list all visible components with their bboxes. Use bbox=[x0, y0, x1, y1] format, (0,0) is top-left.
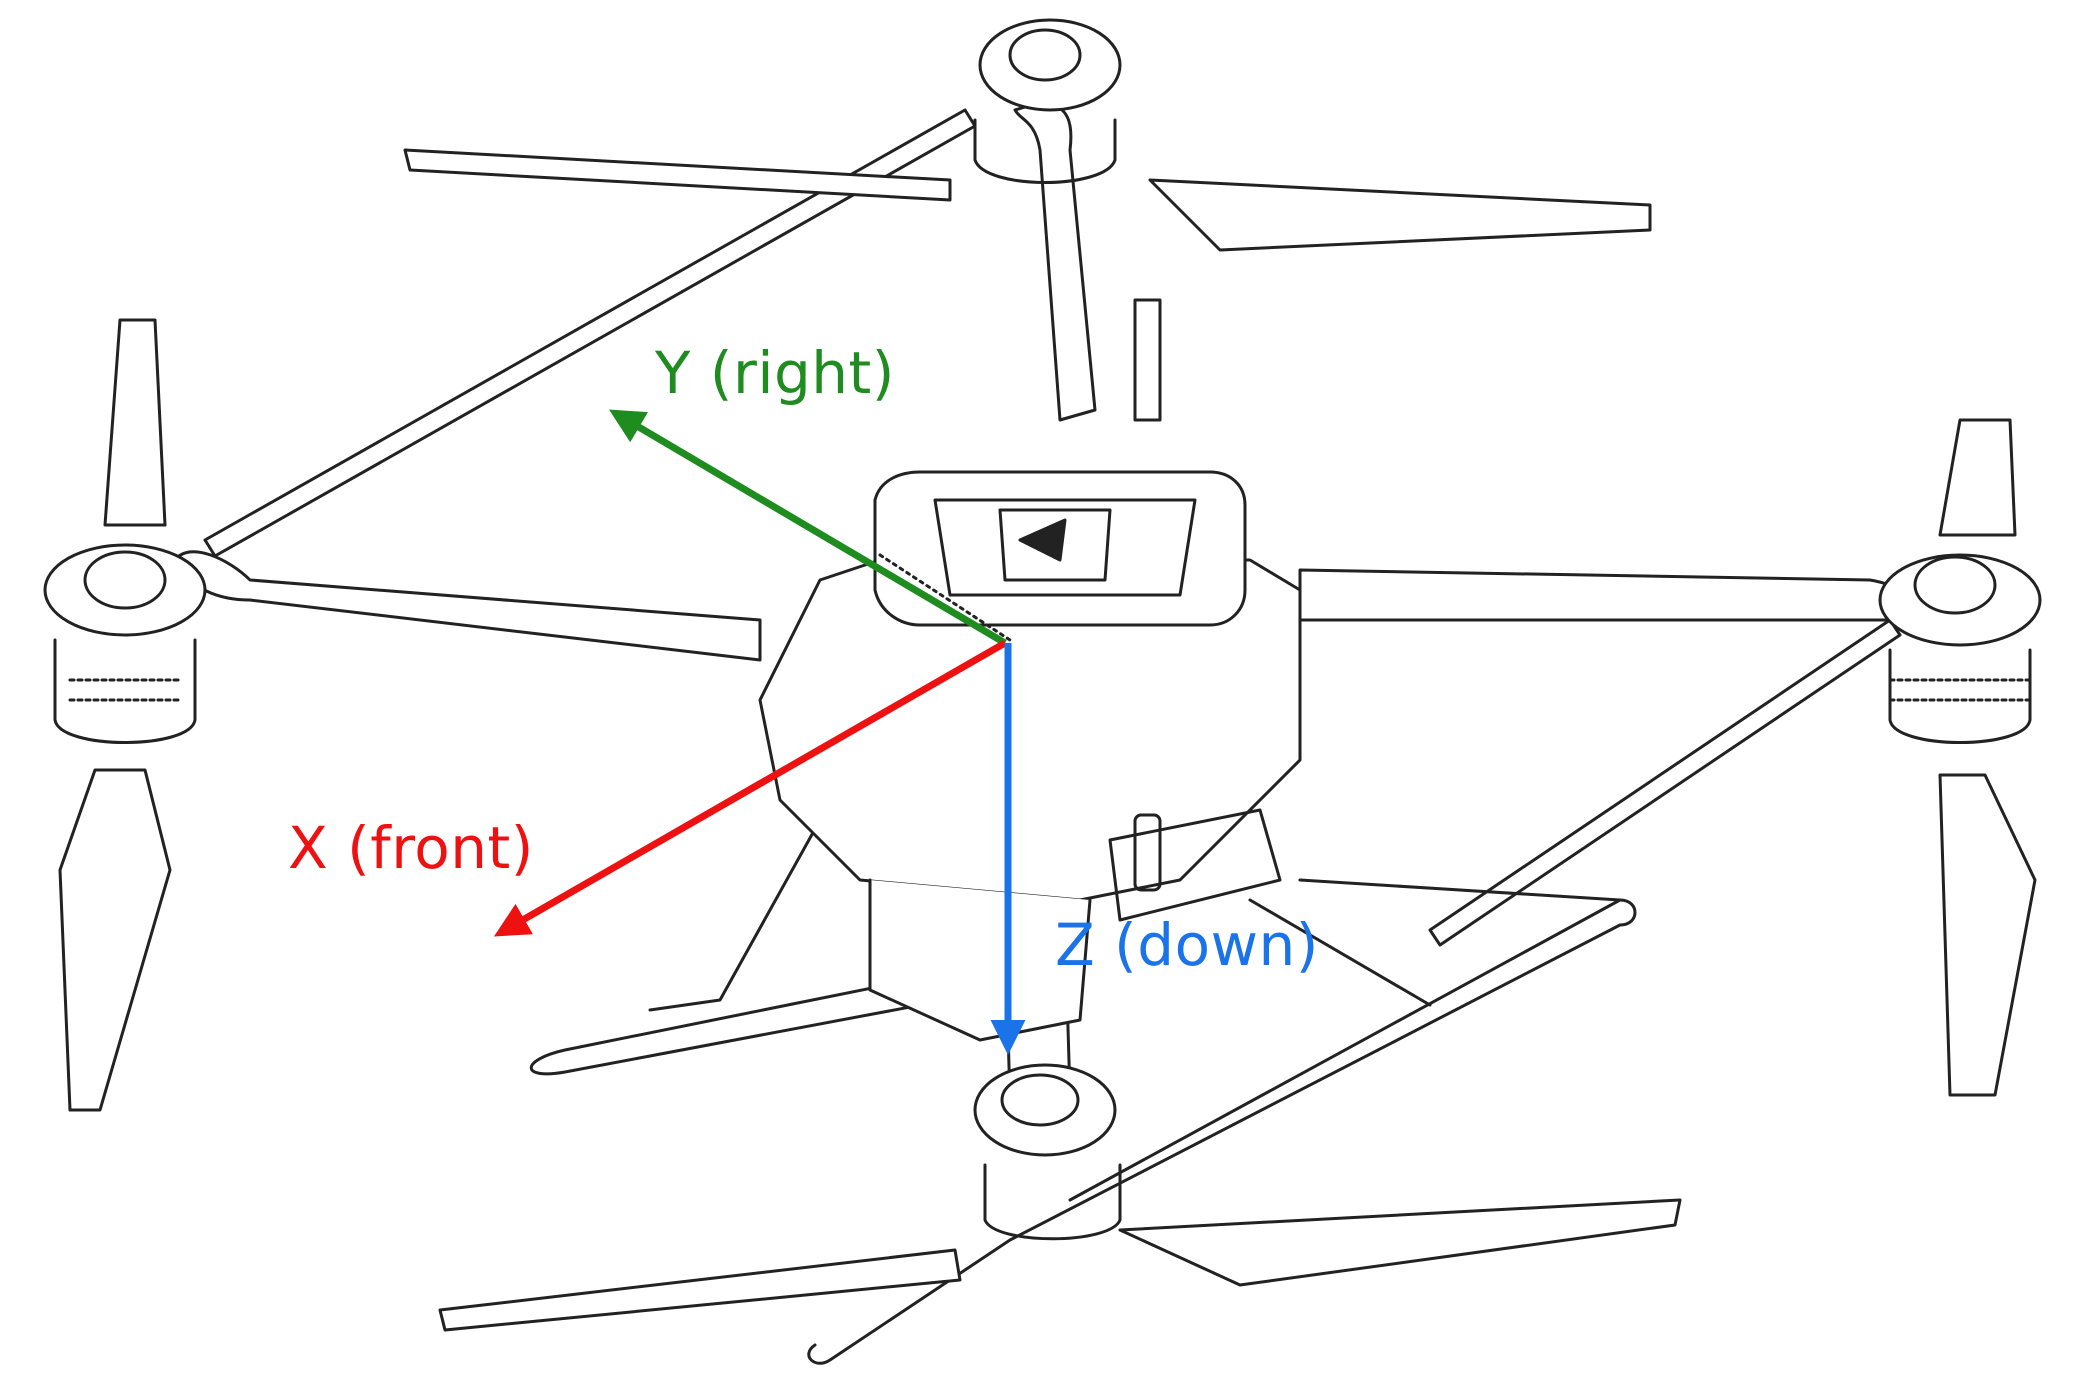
motor-front-left bbox=[43, 318, 207, 1112]
y-axis-arrow bbox=[608, 409, 1007, 647]
landing-gear bbox=[530, 818, 1637, 1365]
drone-body bbox=[758, 470, 1302, 1042]
x-axis-label: X (front) bbox=[288, 814, 534, 882]
x-axis-arrow bbox=[493, 639, 1007, 937]
drone-line-drawing bbox=[43, 18, 2042, 1365]
motor-front-right bbox=[438, 1063, 1682, 1332]
y-axis-label: Y (right) bbox=[654, 339, 895, 407]
z-axis-label: Z (down) bbox=[1055, 911, 1319, 979]
motor-rear-right bbox=[1878, 418, 2042, 1097]
motor-rear-left bbox=[403, 18, 1652, 252]
coordinate-axes bbox=[493, 409, 1026, 1055]
